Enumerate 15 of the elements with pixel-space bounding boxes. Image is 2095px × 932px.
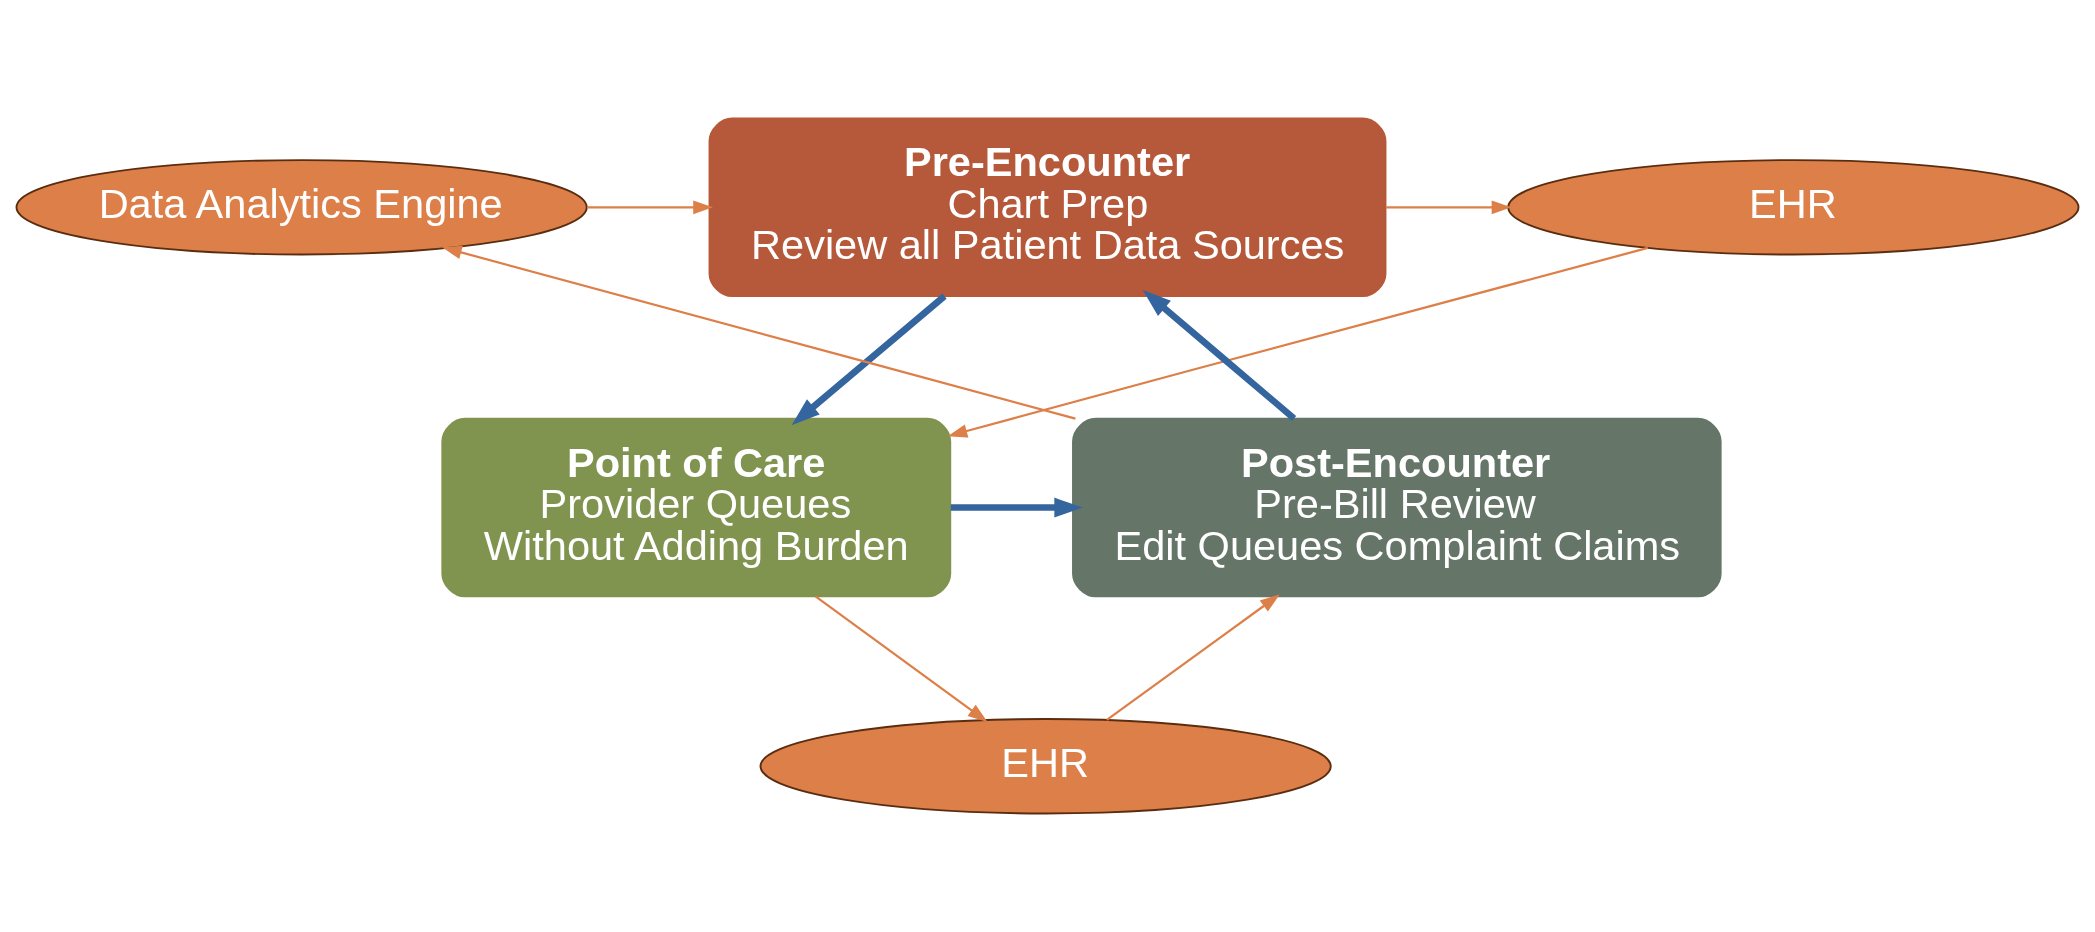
arrow — [1386, 200, 1512, 215]
arrow — [1106, 594, 1280, 721]
arrow — [814, 595, 988, 722]
arrow — [950, 497, 1083, 518]
arrow — [587, 200, 713, 215]
arrow — [1142, 290, 1297, 421]
node-ellipse: Data Analytics Engine — [15, 159, 588, 256]
node-box: Post-Encounter Pre-Bill Review Edit Queues Complaint Claims — [1072, 417, 1722, 598]
node-ellipse: EHR — [759, 718, 1332, 815]
node-box: Point of Care Provider Queues Without Adding Burden — [441, 417, 952, 598]
arrow — [947, 246, 1649, 438]
node-ellipse: EHR — [1507, 159, 2080, 256]
node-box: Pre-Encounter Chart Prep Review all Patient Data Sources — [708, 117, 1387, 297]
arrow — [442, 245, 1076, 420]
arrow — [791, 293, 947, 426]
